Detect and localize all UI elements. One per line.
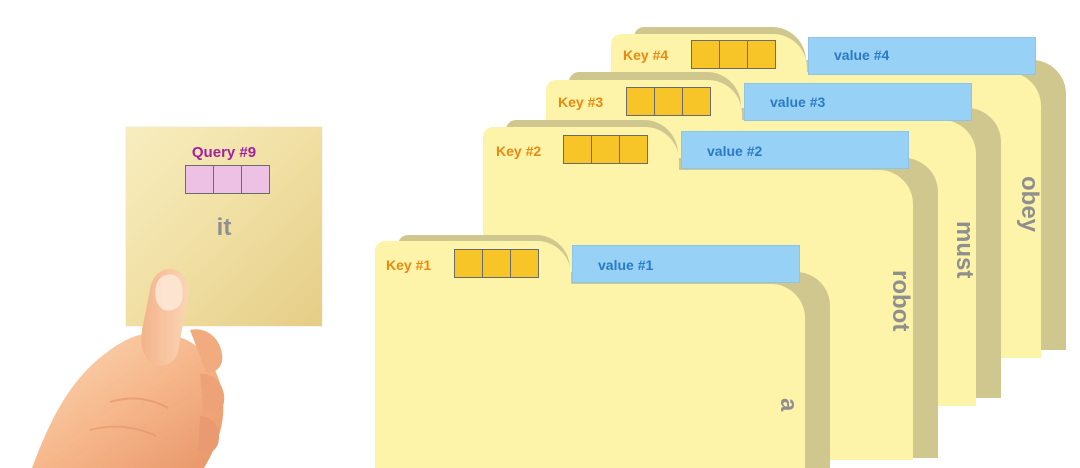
word-label-3: must [951, 221, 978, 279]
key-label-3: Key #3 [558, 94, 604, 110]
value-label-4: value #4 [834, 47, 890, 63]
value-label-1: value #1 [598, 257, 654, 273]
key-label-2: Key #2 [496, 143, 542, 159]
value-tab-2 [681, 131, 909, 169]
word-label-1: a [775, 398, 802, 412]
word-label-4: obey [1016, 176, 1043, 233]
value-label-3: value #3 [770, 94, 826, 110]
value-tab-4 [808, 37, 1036, 75]
query-label: Query #9 [191, 144, 257, 161]
query-word: it [216, 214, 232, 241]
query-vector [185, 165, 270, 194]
value-tab-1 [572, 245, 800, 283]
value-label-2: value #2 [707, 143, 763, 159]
word-label-2: robot [887, 270, 914, 332]
query-card: Query #9 it [126, 127, 322, 326]
key-vector-2 [563, 135, 648, 164]
key-vector-1 [454, 249, 539, 278]
key-vector-3 [626, 87, 711, 116]
value-tab-3 [744, 83, 972, 121]
key-label-4: Key #4 [623, 47, 669, 63]
key-vector-4 [691, 40, 776, 69]
key-label-1: Key #1 [386, 257, 432, 273]
